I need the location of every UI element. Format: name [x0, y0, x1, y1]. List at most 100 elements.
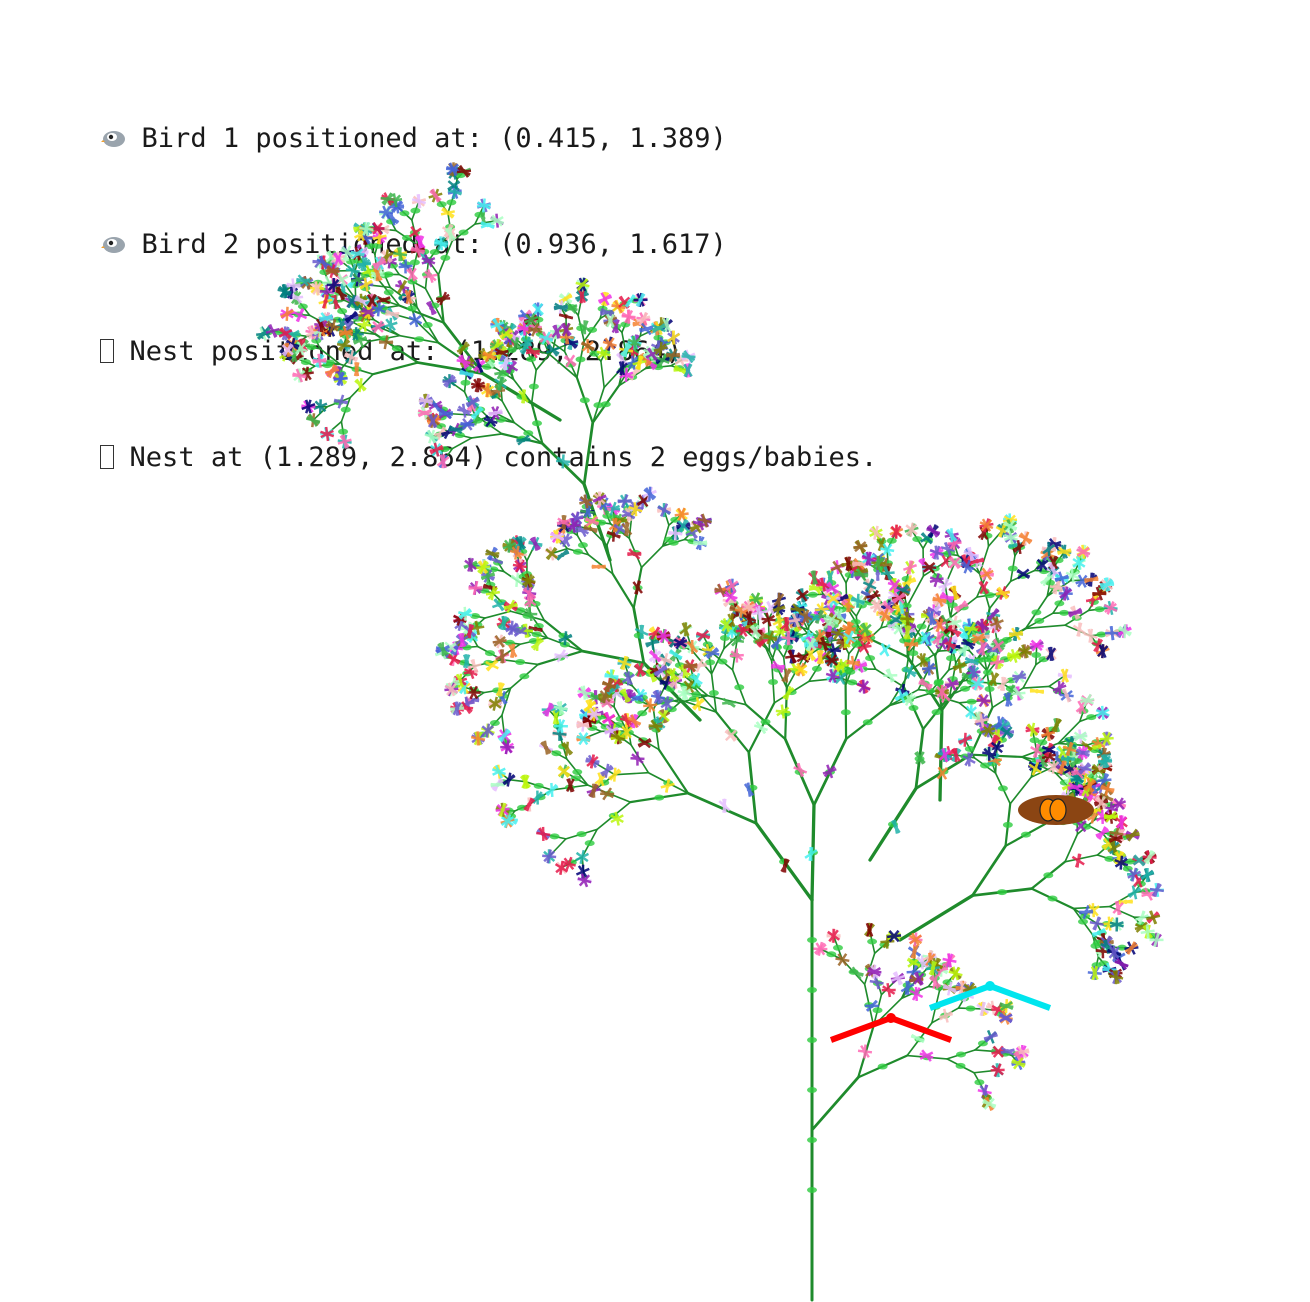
- flower: [514, 536, 527, 551]
- flower: [724, 728, 738, 742]
- flower: [592, 494, 607, 503]
- flower: [459, 369, 474, 378]
- leaf: [454, 432, 465, 439]
- flower: [849, 966, 864, 980]
- leaf: [484, 650, 495, 657]
- flower: [444, 682, 459, 697]
- leaf: [1031, 609, 1042, 616]
- flower: [662, 317, 672, 333]
- branch: [810, 1076, 860, 1132]
- flower: [500, 740, 515, 755]
- flower: [692, 696, 705, 712]
- bird-icon: [100, 121, 128, 157]
- leaf: [691, 691, 702, 698]
- leaf: [977, 1040, 988, 1047]
- flower: [697, 513, 712, 528]
- leaf: [1077, 918, 1088, 925]
- flower: [521, 774, 530, 789]
- flower: [498, 615, 509, 631]
- branch: [508, 778, 527, 783]
- branch: [449, 412, 476, 417]
- flower: [301, 399, 316, 414]
- branch: [535, 349, 554, 371]
- flower: [610, 811, 624, 826]
- flower: [442, 374, 457, 388]
- branch: [550, 547, 569, 555]
- flower: [551, 324, 563, 339]
- flower: [504, 360, 519, 375]
- flower: [584, 699, 596, 714]
- flower: [462, 654, 471, 669]
- branch: [1064, 833, 1079, 863]
- flower: [265, 323, 280, 338]
- flower: [629, 694, 644, 703]
- leaf: [965, 1005, 976, 1012]
- branch: [501, 400, 516, 424]
- leaf: [856, 602, 867, 609]
- leaf: [670, 516, 681, 523]
- branch: [611, 572, 635, 610]
- branch: [898, 893, 975, 942]
- branch: [657, 748, 690, 795]
- flower: [333, 394, 349, 409]
- flower: [518, 389, 529, 404]
- branch: [371, 361, 420, 376]
- branch: [501, 714, 506, 737]
- flower: [465, 624, 475, 639]
- flower: [695, 629, 711, 642]
- flower: [621, 309, 636, 324]
- leaf: [1029, 737, 1040, 744]
- leaf: [526, 356, 537, 363]
- leaf: [584, 840, 595, 847]
- flower: [502, 772, 516, 787]
- flower: [577, 685, 592, 700]
- leaf: [575, 356, 586, 363]
- flower: [525, 345, 541, 359]
- branch: [581, 649, 646, 665]
- leaf: [807, 1087, 817, 1093]
- flower: [536, 826, 551, 841]
- branch: [1064, 854, 1099, 863]
- flower: [436, 454, 450, 469]
- leaf: [572, 769, 583, 776]
- flower: [645, 668, 658, 683]
- branch: [1022, 663, 1037, 689]
- flower: [292, 368, 307, 383]
- leaf: [826, 951, 837, 958]
- flower: [293, 341, 308, 356]
- flower: [542, 702, 556, 717]
- leaf: [862, 719, 873, 726]
- leaf: [576, 831, 587, 838]
- bird-icon: [100, 227, 128, 263]
- flower: [554, 649, 569, 663]
- flower: [729, 648, 744, 663]
- tree-flowers: [256, 162, 1164, 1111]
- flower: [621, 522, 633, 537]
- leaf: [979, 656, 990, 663]
- leaf: [532, 420, 543, 427]
- flower: [427, 414, 438, 429]
- flower: [556, 454, 571, 469]
- flower: [510, 572, 524, 588]
- flower: [510, 337, 522, 352]
- flower: [485, 659, 499, 672]
- leaf: [760, 718, 771, 725]
- flower: [826, 570, 834, 585]
- flower: [600, 787, 615, 801]
- branch: [582, 421, 595, 486]
- leaf: [705, 659, 716, 666]
- leaf: [1104, 855, 1115, 862]
- flower: [648, 650, 662, 663]
- leaf: [324, 359, 335, 366]
- flower: [436, 291, 451, 306]
- flower: [665, 348, 681, 363]
- flower: [532, 303, 544, 316]
- flower: [545, 546, 558, 561]
- flower: [474, 378, 482, 393]
- leaf: [637, 710, 648, 717]
- leaf: [955, 1051, 966, 1058]
- branch: [494, 412, 516, 424]
- leaf: [519, 673, 530, 680]
- flower: [509, 545, 524, 560]
- flower: [575, 849, 590, 865]
